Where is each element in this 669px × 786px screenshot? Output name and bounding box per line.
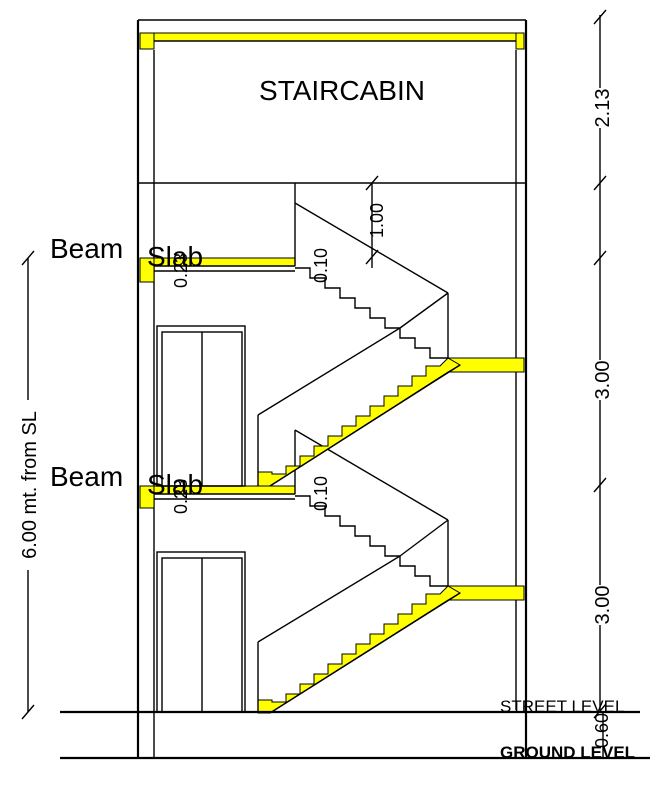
beam-depth-upper: 0.23 [171, 253, 191, 288]
slab-thickness-upper: 0.10 [311, 248, 331, 283]
landing-slabs [447, 357, 525, 601]
total-height-dim: 6.00 mt. from SL [19, 411, 41, 559]
slab-label-upper: Slab [147, 241, 203, 272]
street-level-label: STREET LEVEL [500, 697, 624, 716]
roof-slab [139, 32, 525, 50]
lower-flight-yellow [257, 585, 461, 714]
slab-label-lower: Slab [147, 469, 203, 500]
lower-floor-height-dim: 3.00 [592, 586, 614, 625]
floor-slab-lower [139, 485, 296, 509]
plinth-height-dim: 0.60 [592, 713, 612, 748]
cabin-height-dim: 2.13 [592, 89, 614, 128]
door-lower [156, 551, 246, 713]
ground-level-label: GROUND LEVEL [500, 743, 635, 762]
dimension-chain-right: 2.13 3.00 3.00 [592, 9, 614, 719]
railing-height-label: 1.00 [367, 203, 387, 238]
beam-label-lower: Beam [50, 461, 123, 492]
railing-height-dim: 1.00 [365, 175, 387, 268]
upper-flight-top [257, 183, 449, 416]
beam-depth-lower: 0.23 [171, 479, 191, 514]
dimension-total-left: 6.00 mt. from SL [19, 250, 41, 720]
upper-floor-height-dim: 3.00 [592, 361, 614, 400]
upper-flight-yellow [257, 357, 461, 487]
building-walls [136, 19, 528, 758]
door-upper [156, 325, 246, 487]
lower-flight-top [257, 429, 449, 643]
beam-label-upper: Beam [50, 233, 123, 264]
room-label: STAIRCABIN [259, 75, 425, 106]
slab-thickness-lower: 0.10 [311, 476, 331, 511]
